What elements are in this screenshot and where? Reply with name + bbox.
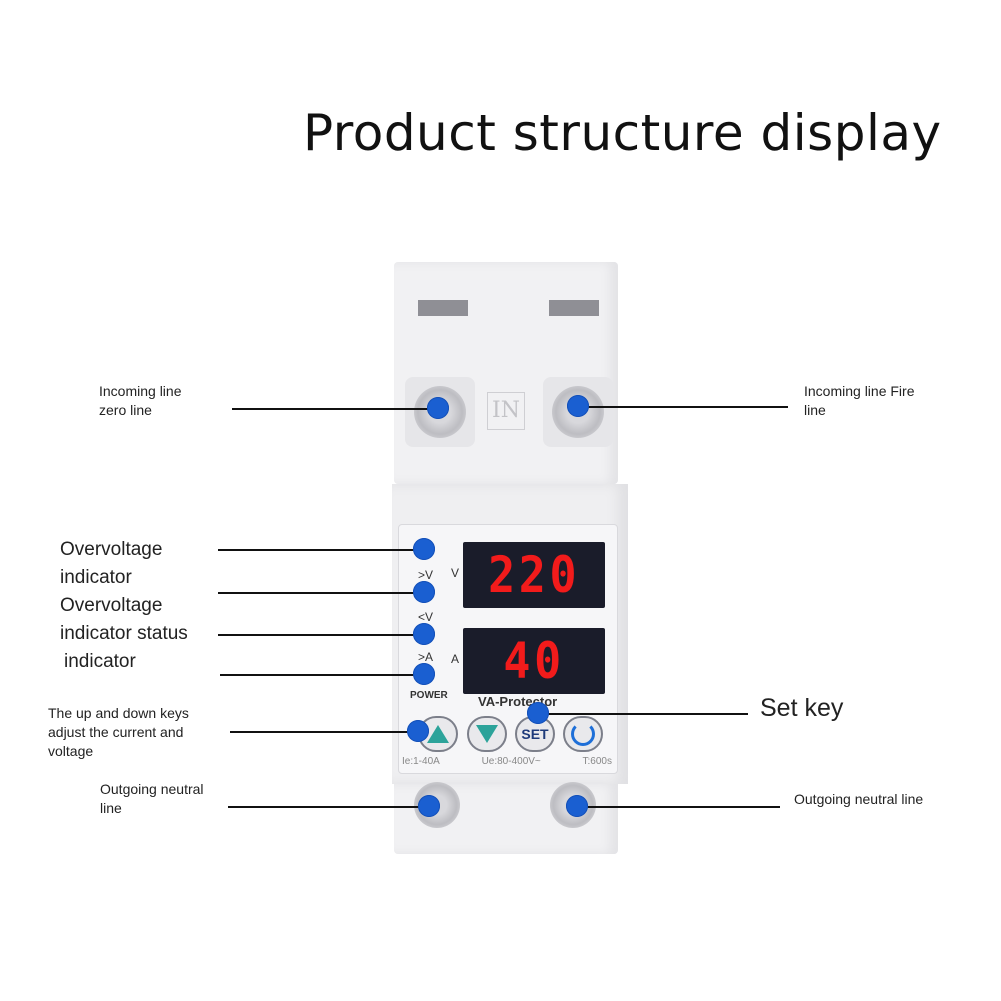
leader-overvoltage: [218, 549, 424, 551]
current-digits: 40: [503, 632, 565, 690]
down-button[interactable]: [467, 716, 507, 752]
marker-overvoltage-status: [413, 623, 435, 645]
marker-status-indicator: [413, 663, 435, 685]
leader-overvoltage-status: [218, 634, 424, 636]
label-incoming-zero: Incoming line zero line: [99, 383, 182, 418]
power-icon: [571, 722, 595, 746]
down-arrow-icon: [476, 725, 498, 743]
marker-up-down-keys: [407, 720, 429, 742]
marker-outgoing-right: [566, 795, 588, 817]
in-mark: IN: [487, 392, 525, 430]
indicator-label-over-voltage: >V: [418, 568, 434, 582]
marker-overvoltage: [413, 538, 435, 560]
spec-time: T:600s: [582, 756, 612, 767]
spec-voltage: Ue:80-400V~: [481, 756, 541, 767]
marker-outgoing-left: [418, 795, 440, 817]
top-slot-left: [418, 300, 468, 316]
voltage-display: 220: [463, 542, 605, 608]
marker-incoming-zero: [427, 397, 449, 419]
label-up-down-keys: The up and down keys adjust the current …: [48, 705, 189, 759]
leader-outgoing-left: [228, 806, 432, 808]
device-top-housing: [394, 262, 618, 484]
label-overvoltage-status: Overvoltage indicator status: [60, 595, 188, 644]
indicator-label-over-current: >A: [418, 650, 434, 664]
marker-overvoltage-2: [413, 581, 435, 603]
label-status-indicator: indicator: [64, 651, 136, 672]
top-slot-right: [549, 300, 599, 316]
marker-incoming-fire: [567, 395, 589, 417]
leader-status-indicator: [220, 674, 424, 676]
voltage-unit: V: [451, 566, 460, 580]
current-display: 40: [463, 628, 605, 694]
indicator-label-under-voltage: <V: [418, 610, 434, 624]
label-set-key: Set key: [760, 694, 844, 722]
label-incoming-fire: Incoming line Fire line: [804, 383, 915, 418]
label-outgoing-left: Outgoing neutral line: [100, 781, 204, 816]
label-outgoing-right: Outgoing neutral line: [794, 791, 924, 807]
leader-incoming-fire: [576, 406, 788, 408]
page-title: Product structure display: [303, 104, 942, 162]
power-indicator-label: POWER: [410, 690, 448, 701]
leader-set-key: [538, 713, 748, 715]
leader-up-down-keys: [230, 731, 418, 733]
marker-set-key: [527, 702, 549, 724]
leader-incoming-zero: [232, 408, 436, 410]
leader-overvoltage-2: [218, 592, 424, 594]
up-arrow-icon: [427, 725, 449, 743]
power-button[interactable]: [563, 716, 603, 752]
leader-outgoing-right: [574, 806, 780, 808]
spec-line: Ie:1-40A Ue:80-400V~ T:600s: [402, 756, 612, 767]
label-overvoltage: Overvoltage indicator: [60, 539, 163, 588]
current-unit: A: [451, 652, 460, 666]
spec-current: Ie:1-40A: [402, 756, 440, 767]
voltage-digits: 220: [487, 546, 581, 604]
